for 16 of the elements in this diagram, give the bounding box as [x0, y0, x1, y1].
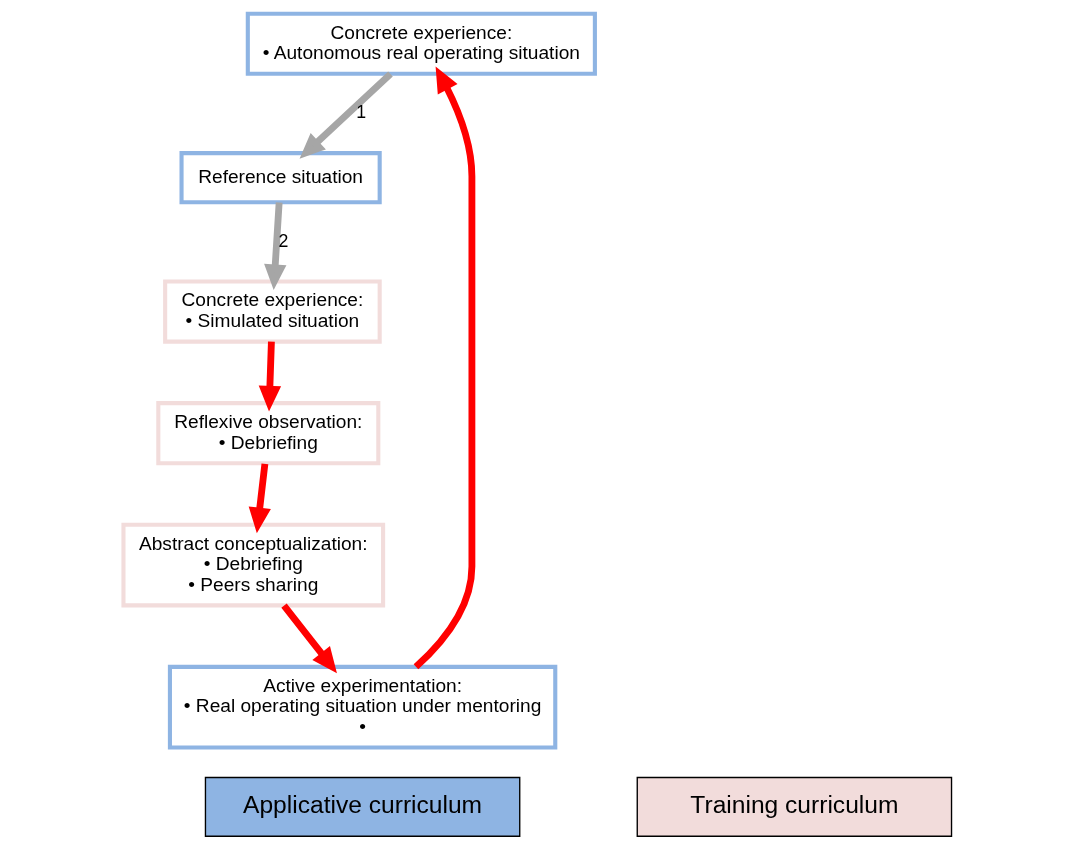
- legend-label: Applicative curriculum: [242, 790, 482, 818]
- edge-label: 1: [355, 102, 366, 123]
- node-box: Abstract conceptualization: • Debriefing • Peers sharing: [120, 522, 385, 608]
- node-box: Reference situation: [179, 151, 382, 205]
- node-box: Concrete experience: • Autonomous real operating situation: [245, 11, 597, 76]
- node-box: Reflexive observation: • Debriefing: [155, 401, 380, 466]
- edge-label: 2: [277, 230, 288, 251]
- node-box: Active experimentation: • Real operating situation under mentoring •: [167, 664, 557, 750]
- arrow: [413, 66, 475, 670]
- arrow: [258, 341, 281, 412]
- node-box: Concrete experience: • Simulated situation: [162, 279, 382, 344]
- legend-label: Training curriculum: [689, 790, 898, 818]
- arrow: [280, 603, 337, 674]
- arrow: [248, 463, 271, 534]
- arrow: [263, 202, 286, 290]
- arrow: [299, 71, 393, 159]
